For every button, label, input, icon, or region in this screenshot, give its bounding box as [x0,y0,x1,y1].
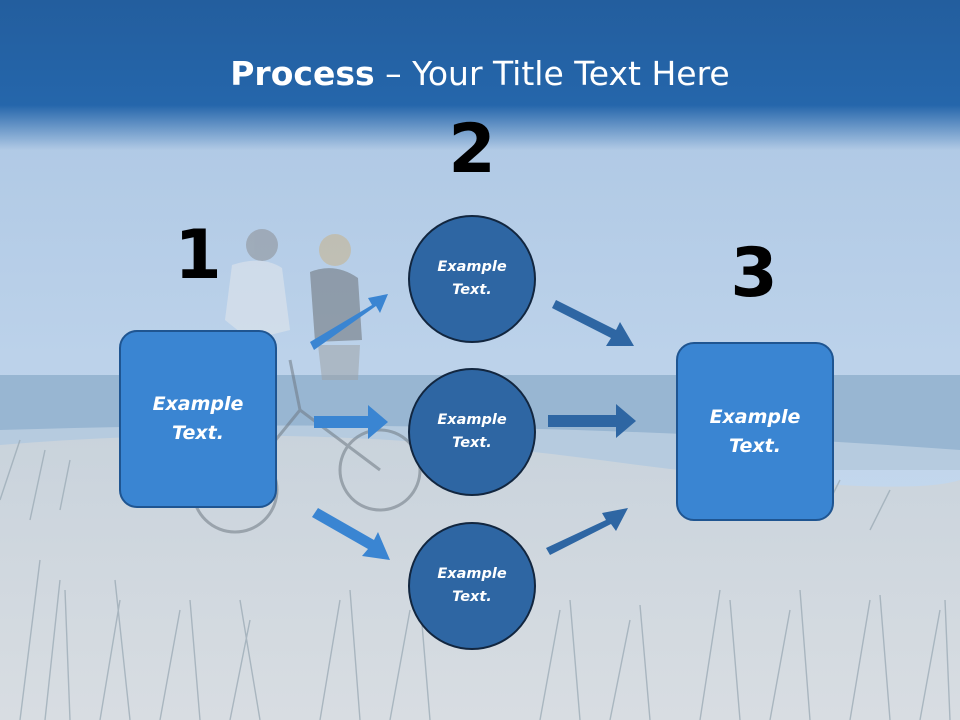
step-2-circle-top[interactable]: Example Text. [408,215,536,343]
step-2-circle-bottom-text: Example Text. [437,566,507,605]
title-bold: Process [230,54,375,93]
arrow-up-right-left [310,294,388,350]
step-1-box[interactable]: Example Text. [119,330,277,508]
step-2-circle-middle-text: Example Text. [437,412,507,451]
arrow-right-right [548,404,636,438]
step-3-text: Example Text. [709,405,801,457]
step-3-box[interactable]: Example Text. [676,342,834,521]
arrow-down-right-left [312,508,390,560]
step-2-circle-top-text: Example Text. [437,259,507,298]
step-2-circle-middle[interactable]: Example Text. [408,368,536,496]
arrow-up-right-right [546,508,628,555]
step-number-2: 2 [448,110,496,189]
step-number-1: 1 [174,216,222,295]
arrow-right-left [314,405,388,439]
step-1-text: Example Text. [152,393,244,444]
arrow-down-right-right [552,300,634,346]
step-2-circle-bottom[interactable]: Example Text. [408,522,536,650]
slide-title: Process – Your Title Text Here [0,52,960,96]
step-number-3: 3 [730,234,778,313]
title-rest: – Your Title Text Here [374,54,730,93]
